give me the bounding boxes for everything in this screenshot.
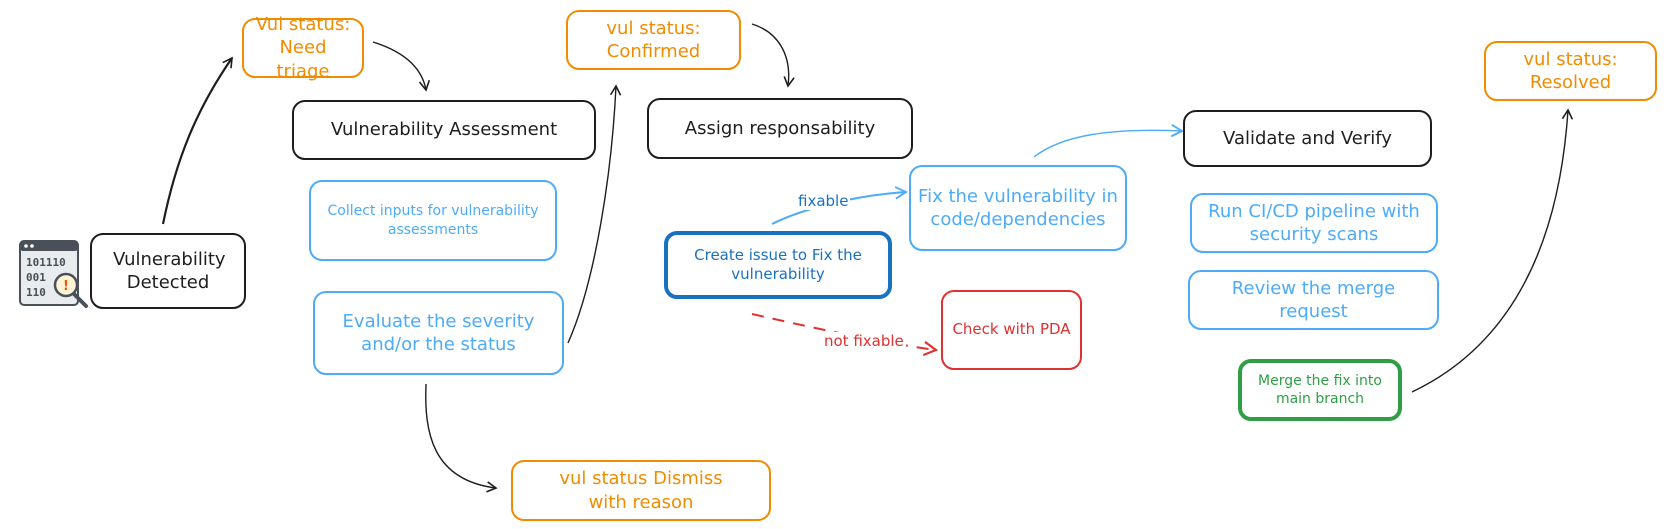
node-create-issue: Create issue to Fix the vulnerability — [664, 231, 892, 299]
node-status-resolved: vul status: Resolved — [1484, 41, 1657, 101]
node-status-need-triage-label: Vul status: Need triage — [255, 13, 351, 82]
node-check-pda: Check with PDA — [941, 290, 1082, 370]
node-run-pipeline-label: Run CI/CD pipeline with security scans — [1208, 200, 1420, 245]
node-validate-verify-label: Validate and Verify — [1223, 127, 1392, 149]
arrow-detected-to-triage — [161, 56, 233, 225]
binary-code-search-icon: 101110 001 110 ! — [18, 239, 92, 311]
binary-line-2: 001 — [26, 271, 46, 284]
arrow-fix-to-validate — [1033, 123, 1184, 158]
node-validate-verify: Validate and Verify — [1183, 110, 1432, 167]
node-status-need-triage: Vul status: Need triage — [242, 14, 364, 82]
node-evaluate-severity: Evaluate the severity and/or the status — [313, 291, 564, 375]
arrow-evaluate-to-dismiss — [425, 383, 498, 493]
node-run-pipeline: Run CI/CD pipeline with security scans — [1190, 193, 1438, 253]
arrow-merge-to-resolved — [1411, 108, 1574, 393]
node-merge-fix: Merge the fix into main branch — [1238, 359, 1402, 421]
binary-line-1: 101110 — [26, 256, 66, 269]
node-assign-responsibility-label: Assign responsability — [684, 117, 876, 139]
node-review-merge: Review the merge request — [1188, 270, 1439, 330]
node-vulnerability-detected: Vulnerability Detected — [90, 233, 246, 309]
node-status-confirmed-label: vul status: Confirmed — [606, 17, 701, 62]
node-status-dismiss-label: vul status Dismiss with reason — [559, 468, 723, 513]
node-fix-vulnerability: Fix the vulnerability in code/dependenci… — [909, 165, 1127, 251]
node-status-confirmed: vul status: Confirmed — [566, 10, 741, 70]
node-check-pda-label: Check with PDA — [952, 320, 1071, 339]
arrow-issue-to-pda — [751, 313, 939, 357]
node-collect-inputs-label: Collect inputs for vulnerability assessm… — [327, 203, 539, 238]
arrow-triage-to-assessment — [372, 41, 431, 92]
node-status-dismiss: vul status Dismiss with reason — [511, 460, 771, 521]
binary-line-3: 110 — [26, 286, 46, 299]
edge-label-fixable: fixable — [796, 192, 851, 210]
node-assign-responsibility: Assign responsability — [647, 98, 913, 159]
node-vulnerability-assessment: Vulnerability Assessment — [292, 100, 596, 160]
svg-text:!: ! — [63, 279, 69, 294]
node-create-issue-label: Create issue to Fix the vulnerability — [694, 245, 862, 284]
node-merge-fix-label: Merge the fix into main branch — [1258, 372, 1382, 407]
node-collect-inputs: Collect inputs for vulnerability assessm… — [309, 180, 557, 261]
node-evaluate-severity-label: Evaluate the severity and/or the status — [342, 310, 535, 355]
node-vulnerability-detected-label: Vulnerability Detected — [113, 248, 226, 293]
node-vulnerability-assessment-label: Vulnerability Assessment — [330, 119, 558, 141]
node-fix-vulnerability-label: Fix the vulnerability in code/dependenci… — [918, 185, 1118, 230]
arrow-evaluate-to-confirmed — [567, 84, 622, 344]
node-status-resolved-label: vul status: Resolved — [1523, 48, 1618, 93]
arrow-confirmed-to-assign — [751, 23, 795, 88]
node-review-merge-label: Review the merge request — [1231, 277, 1396, 322]
edge-label-not-fixable: not fixable — [822, 332, 906, 350]
